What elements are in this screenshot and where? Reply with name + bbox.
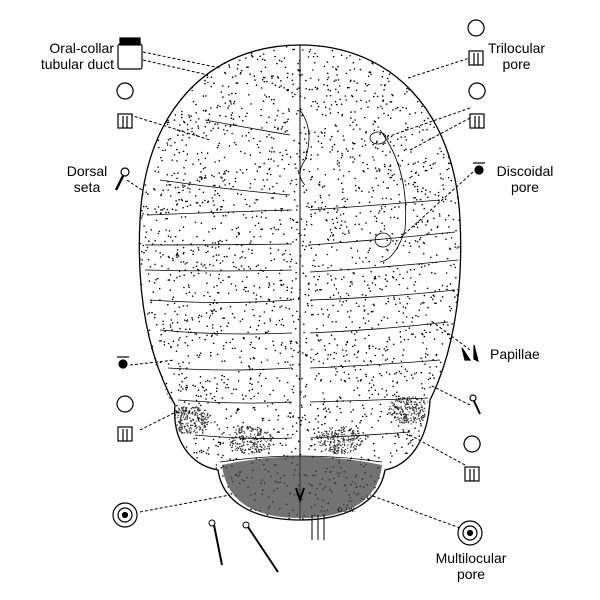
label-line: pore bbox=[456, 566, 486, 582]
anal-lobe-shading bbox=[222, 456, 382, 518]
papillae-icon bbox=[461, 344, 479, 363]
multilocular-pore-icon bbox=[457, 520, 483, 546]
trilocular-pore-icon bbox=[467, 19, 485, 66]
label-line: tubular duct bbox=[40, 56, 114, 72]
label-line: Oral-collar bbox=[49, 40, 114, 56]
discoidal-pore-icon bbox=[117, 356, 129, 369]
segment-lines bbox=[144, 45, 459, 520]
leader-lines bbox=[126, 51, 483, 529]
dorsal-seta-icon bbox=[469, 394, 481, 415]
label-line: Discoidal bbox=[496, 163, 554, 179]
label-line: seta bbox=[73, 179, 101, 195]
label-line: Trilocular bbox=[488, 40, 546, 56]
label-line: Multilocular bbox=[435, 550, 507, 566]
oral-collar-tubular-duct-icon bbox=[117, 37, 143, 70]
trilocular-pore-icon bbox=[463, 435, 481, 482]
artist-signature: D.J.W. bbox=[338, 508, 356, 514]
anal-setae bbox=[208, 515, 325, 573]
multilocular-pore-icon bbox=[112, 502, 138, 528]
label-line: Dorsal bbox=[66, 163, 108, 179]
label-line: pore bbox=[510, 179, 540, 195]
trilocular-pore-icon bbox=[116, 82, 134, 129]
dorsal-seta-icon bbox=[114, 167, 130, 191]
trilocular-pore-icon bbox=[116, 395, 134, 442]
label-papillae: Papillae bbox=[490, 346, 540, 362]
discoidal-pore-icon bbox=[473, 162, 485, 175]
trilocular-pore-icon bbox=[468, 82, 486, 129]
label-line: pore bbox=[502, 56, 531, 72]
